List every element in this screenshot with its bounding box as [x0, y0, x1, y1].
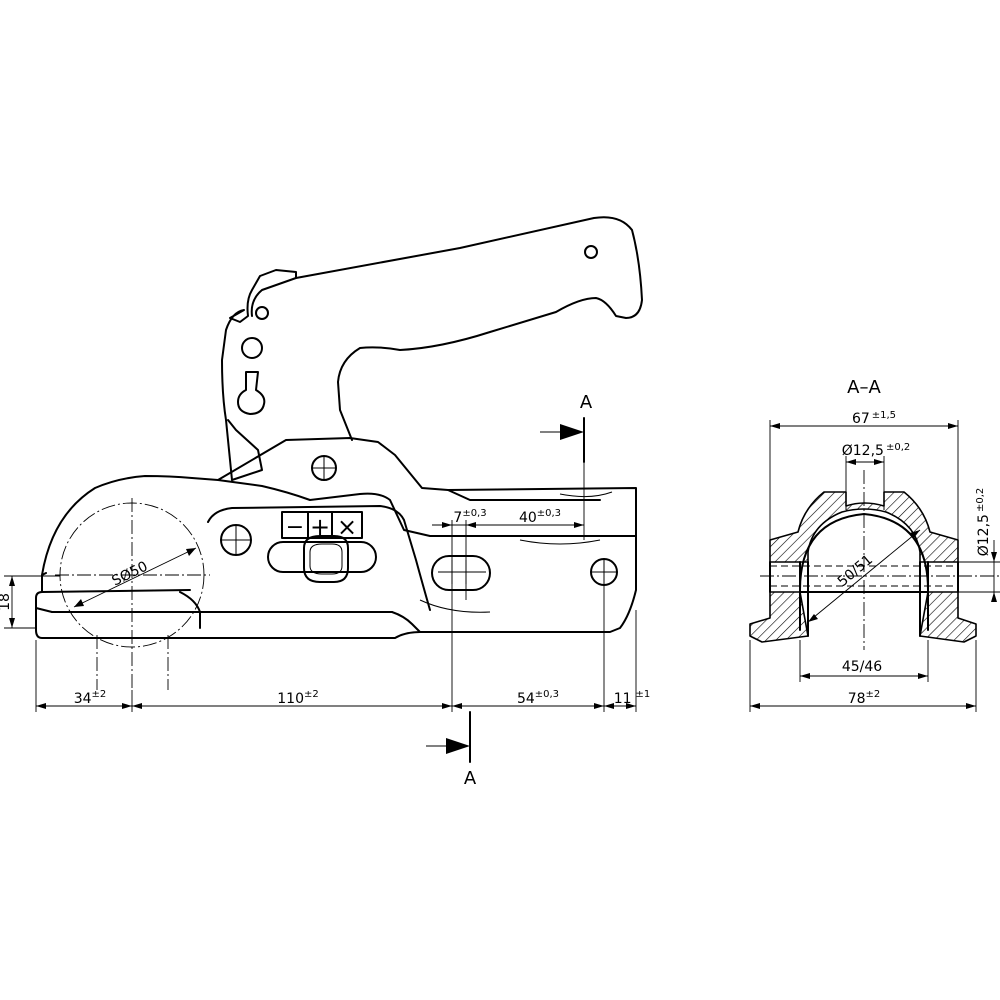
lever-body-lower — [227, 419, 263, 481]
section-marker-top: A — [540, 392, 593, 463]
dim-hole-top-value: Ø12,5±0,2 — [842, 442, 911, 459]
section-view: A–A 67±1,5 Ø12,5±0,2 — [749, 377, 1000, 712]
lever-inner-edge — [250, 277, 297, 317]
indicator-pin-housing — [267, 541, 377, 573]
symbol-cross: × — [337, 513, 357, 541]
dim-110-value: 110±2 — [277, 689, 318, 707]
dim-11-value: 11±1 — [614, 689, 651, 707]
dim-78-value: 78±2 — [848, 689, 881, 707]
dim-7-value: 7±0,3 — [453, 508, 486, 526]
side-view: − + × SØ50 18 — [0, 216, 651, 789]
housing-upper-ridge — [217, 479, 637, 537]
dim-54-value: 54±0,3 — [517, 689, 559, 707]
dim-45-46-value: 45/46 — [842, 659, 882, 675]
dim-67-value: 67±1,5 — [852, 410, 896, 427]
housing-hole-left — [220, 524, 252, 556]
housing-rim-line — [35, 607, 421, 633]
symbol-minus: − — [286, 515, 304, 540]
housing-lower-curve — [419, 599, 491, 613]
housing-hole-right — [590, 558, 618, 586]
lever-pivot-hole — [241, 337, 263, 359]
section-marker-bottom-label: A — [464, 768, 477, 789]
dim-34-value: 34±2 — [74, 689, 107, 707]
housing-slot — [431, 555, 491, 591]
indicator-pin-inner — [309, 543, 343, 575]
indicator-pin — [303, 535, 349, 583]
housing-lower-ridge — [447, 489, 601, 501]
wear-indicator-plate — [281, 511, 363, 539]
housing-hole-upper — [311, 455, 337, 481]
section-marker-top-label: A — [580, 392, 593, 413]
ball-diameter-leader — [73, 547, 197, 608]
dim-18-value: 18 — [0, 593, 13, 611]
ball-diameter-label: SØ50 — [110, 559, 151, 590]
housing-inner-edge — [41, 572, 393, 629]
dim-40-value: 40±0,3 — [519, 508, 561, 526]
section-hatched-right-foot — [919, 591, 977, 643]
lever-hole-small — [584, 245, 598, 259]
section-marker-bottom: A — [426, 711, 477, 789]
section-hatched-left-foot — [749, 591, 809, 643]
section-hidden-holes — [770, 492, 958, 587]
coupling-housing — [35, 437, 637, 639]
section-title: A–A — [847, 377, 881, 398]
lever-keyhole — [237, 371, 266, 415]
housing-curve-mark — [519, 491, 613, 545]
dim-hole-side-value: Ø12,5±0,2 — [975, 488, 992, 557]
lever-handle — [221, 216, 643, 481]
symbol-plus: + — [310, 513, 330, 541]
dim-50-51-line — [807, 529, 921, 623]
lever-pin-hole — [255, 306, 269, 320]
